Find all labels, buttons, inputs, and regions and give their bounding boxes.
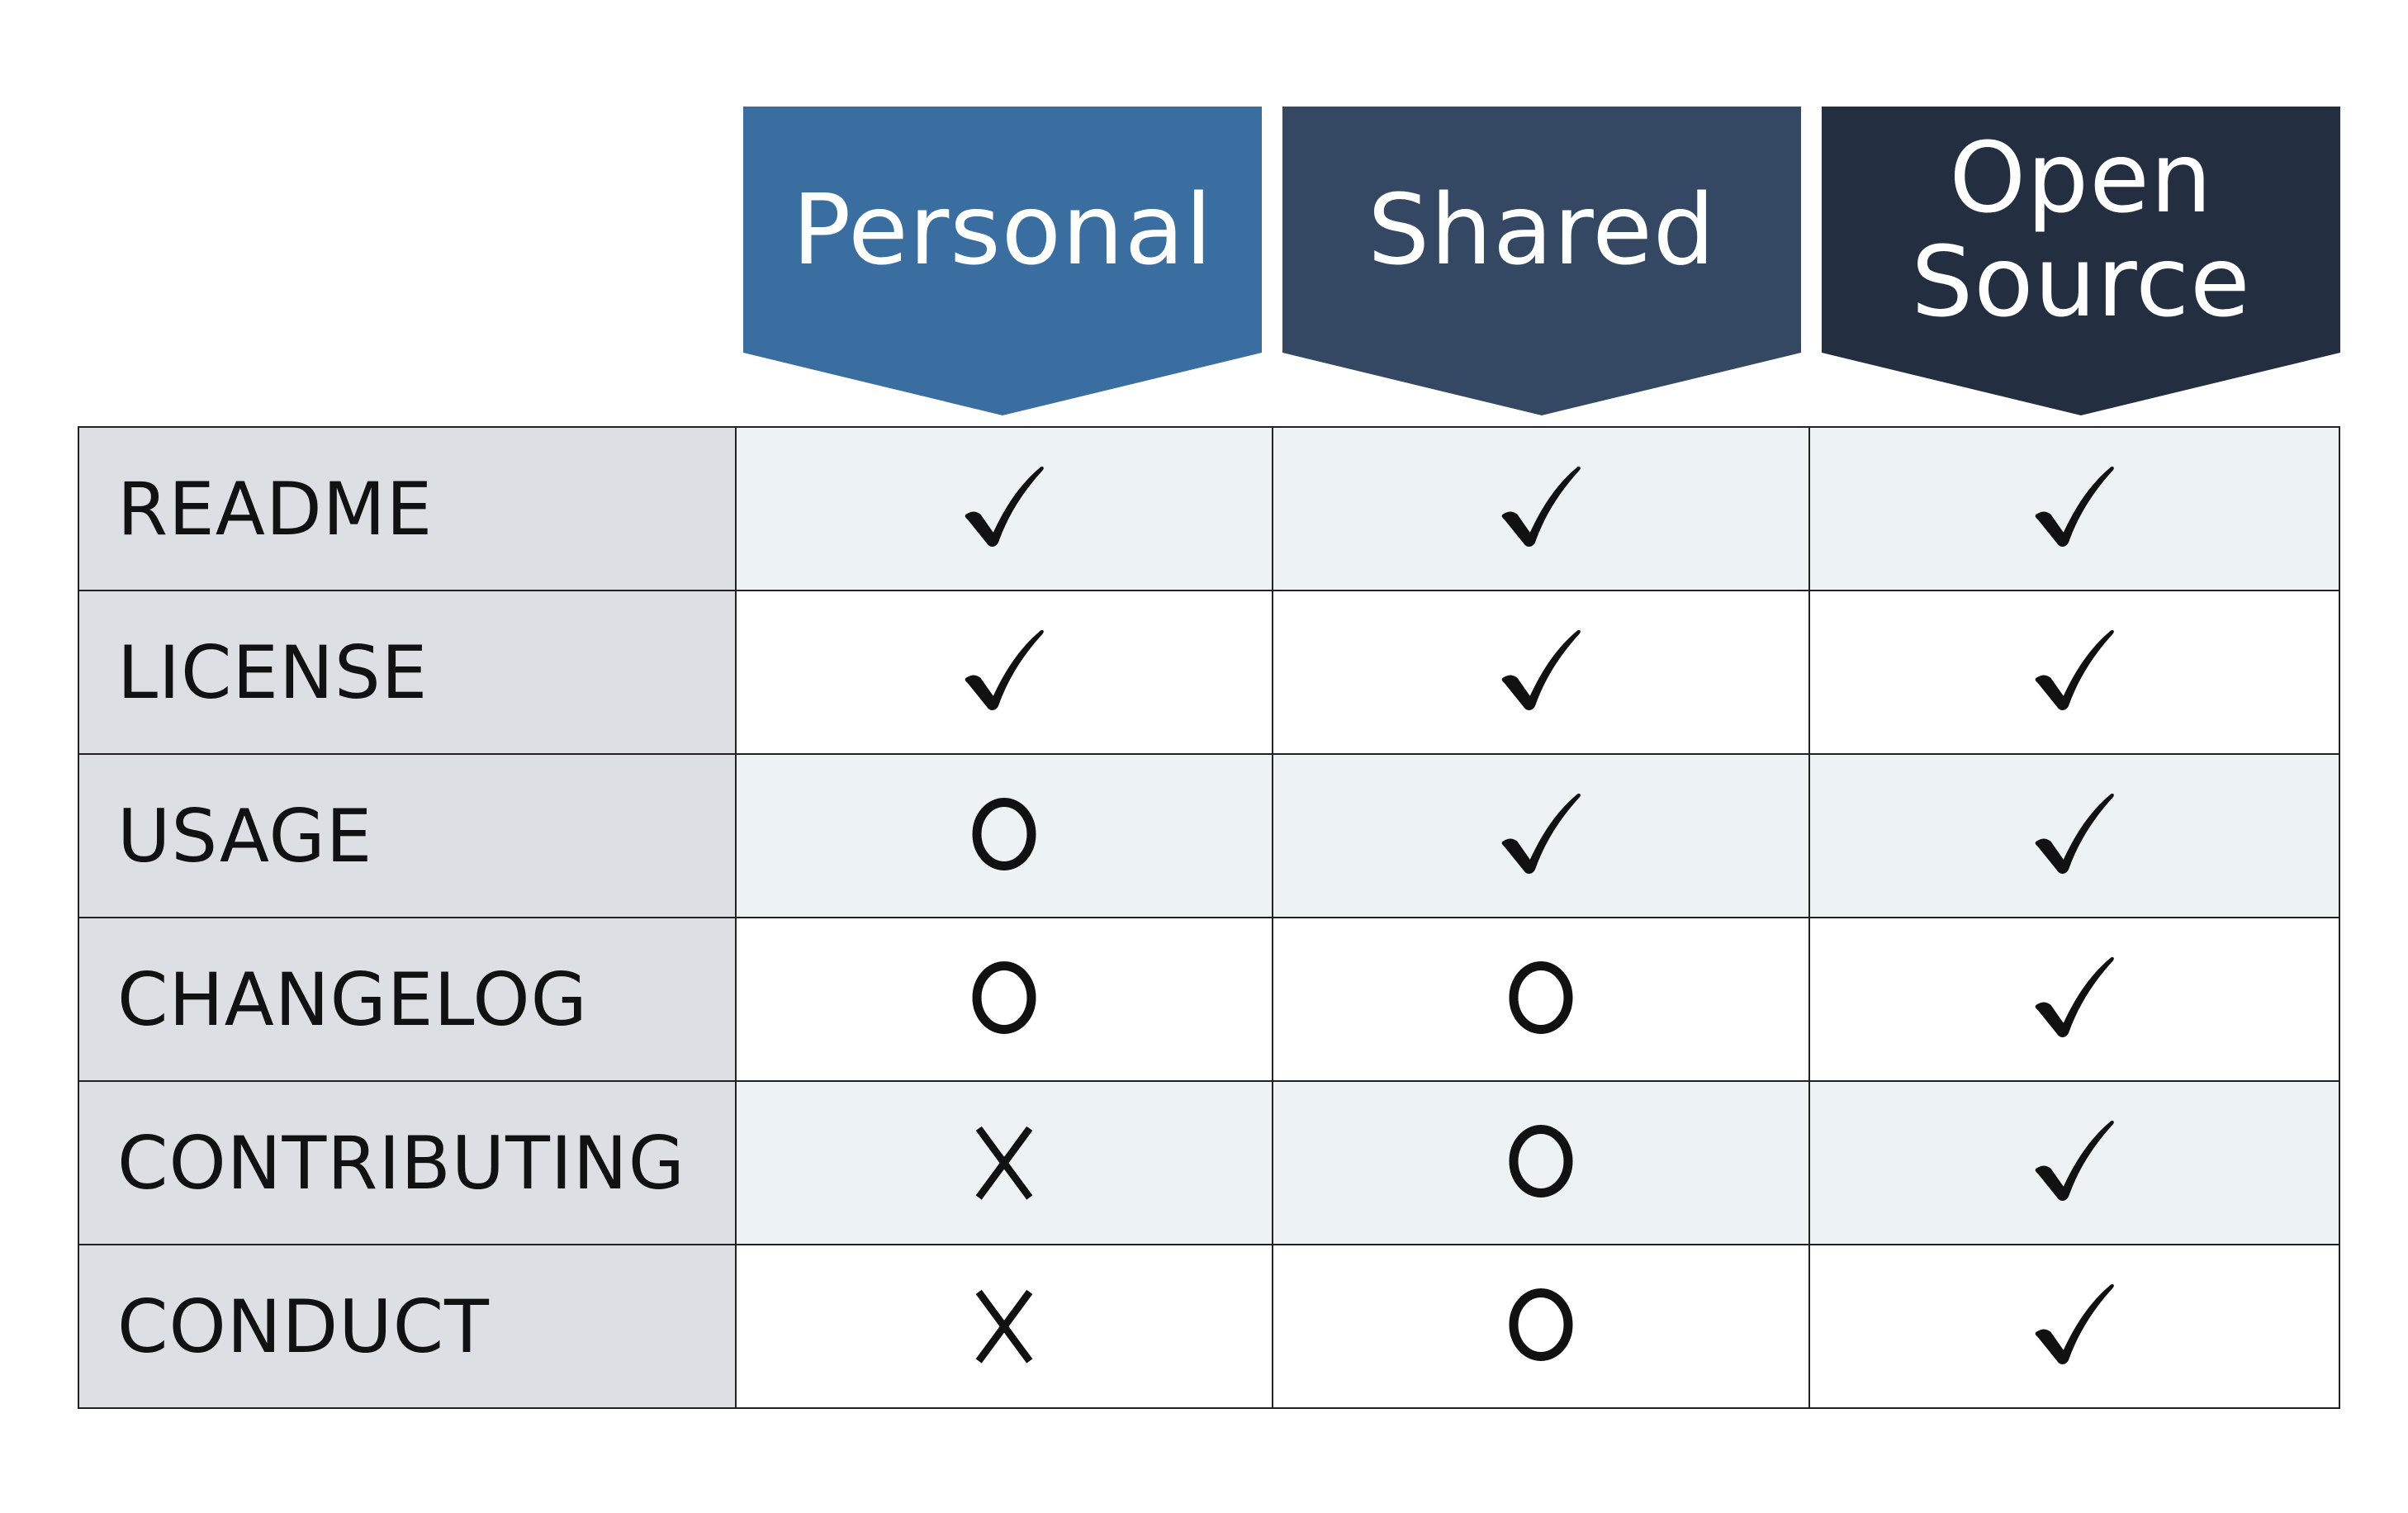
check-mark-icon [1496,462,1586,553]
table-row: USAGE [78,753,2340,918]
header-arrow-shape [1282,107,1801,415]
circle-mark-icon [1496,952,1586,1043]
matrix-cell [1808,1080,2340,1245]
matrix-cell [1808,426,2340,591]
matrix-cell [1808,590,2340,755]
matrix-cell [735,1080,1273,1245]
circle-mark-icon [1496,1116,1586,1207]
matrix-cell [1272,1080,1810,1245]
circle-mark-icon [959,789,1050,880]
matrix-cell [1272,917,1810,1082]
row-label: LICENSE [78,590,737,755]
matrix-cell [735,753,1273,918]
check-mark-icon [1496,625,1586,716]
header-arrow-shape [743,107,1262,415]
check-mark-icon [959,625,1050,716]
table-row: CONDUCT [78,1244,2340,1409]
row-label: CONTRIBUTING [78,1080,737,1245]
row-label: README [78,426,737,591]
column-header-personal: Personal [743,107,1262,415]
column-header-text-shared: Shared [1368,173,1716,287]
column-header-text-open-source: Open Source [1911,121,2251,339]
x-mark-icon [959,1116,1050,1207]
check-mark-icon [959,462,1050,553]
check-mark-icon [2029,1116,2120,1207]
matrix-cell [735,590,1273,755]
circle-mark-icon [959,952,1050,1043]
row-label: CONDUCT [78,1244,737,1409]
matrix-cell [1272,426,1810,591]
header-arrow-shape [1822,107,2340,415]
check-mark-icon [2029,789,2120,880]
row-label: USAGE [78,753,737,918]
check-mark-icon [1496,789,1586,880]
matrix-cell [1272,1244,1810,1409]
table-row: README [78,426,2340,591]
matrix-cell [1808,753,2340,918]
column-header-label: Personal [743,107,1262,353]
column-header-label: Shared [1282,107,1801,353]
matrix-cell [735,1244,1273,1409]
check-mark-icon [2029,625,2120,716]
table-row: CONTRIBUTING [78,1080,2340,1245]
matrix-cell [735,917,1273,1082]
column-header-text-personal: Personal [792,173,1213,287]
x-mark-icon [959,1279,1050,1370]
row-label: CHANGELOG [78,917,737,1082]
matrix-cell [1808,1244,2340,1409]
table-row: LICENSE [78,590,2340,755]
matrix-cell [735,426,1273,591]
check-mark-icon [2029,462,2120,553]
check-mark-icon [2029,952,2120,1043]
matrix-cell [1272,753,1810,918]
matrix-cell [1808,917,2340,1082]
check-mark-icon [2029,1279,2120,1370]
matrix-cell [1272,590,1810,755]
circle-mark-icon [1496,1279,1586,1370]
column-header-shared: Shared [1282,107,1801,415]
table-row: CHANGELOG [78,917,2340,1082]
column-header-open-source: Open Source [1822,107,2340,415]
column-header-label: Open Source [1822,107,2340,353]
